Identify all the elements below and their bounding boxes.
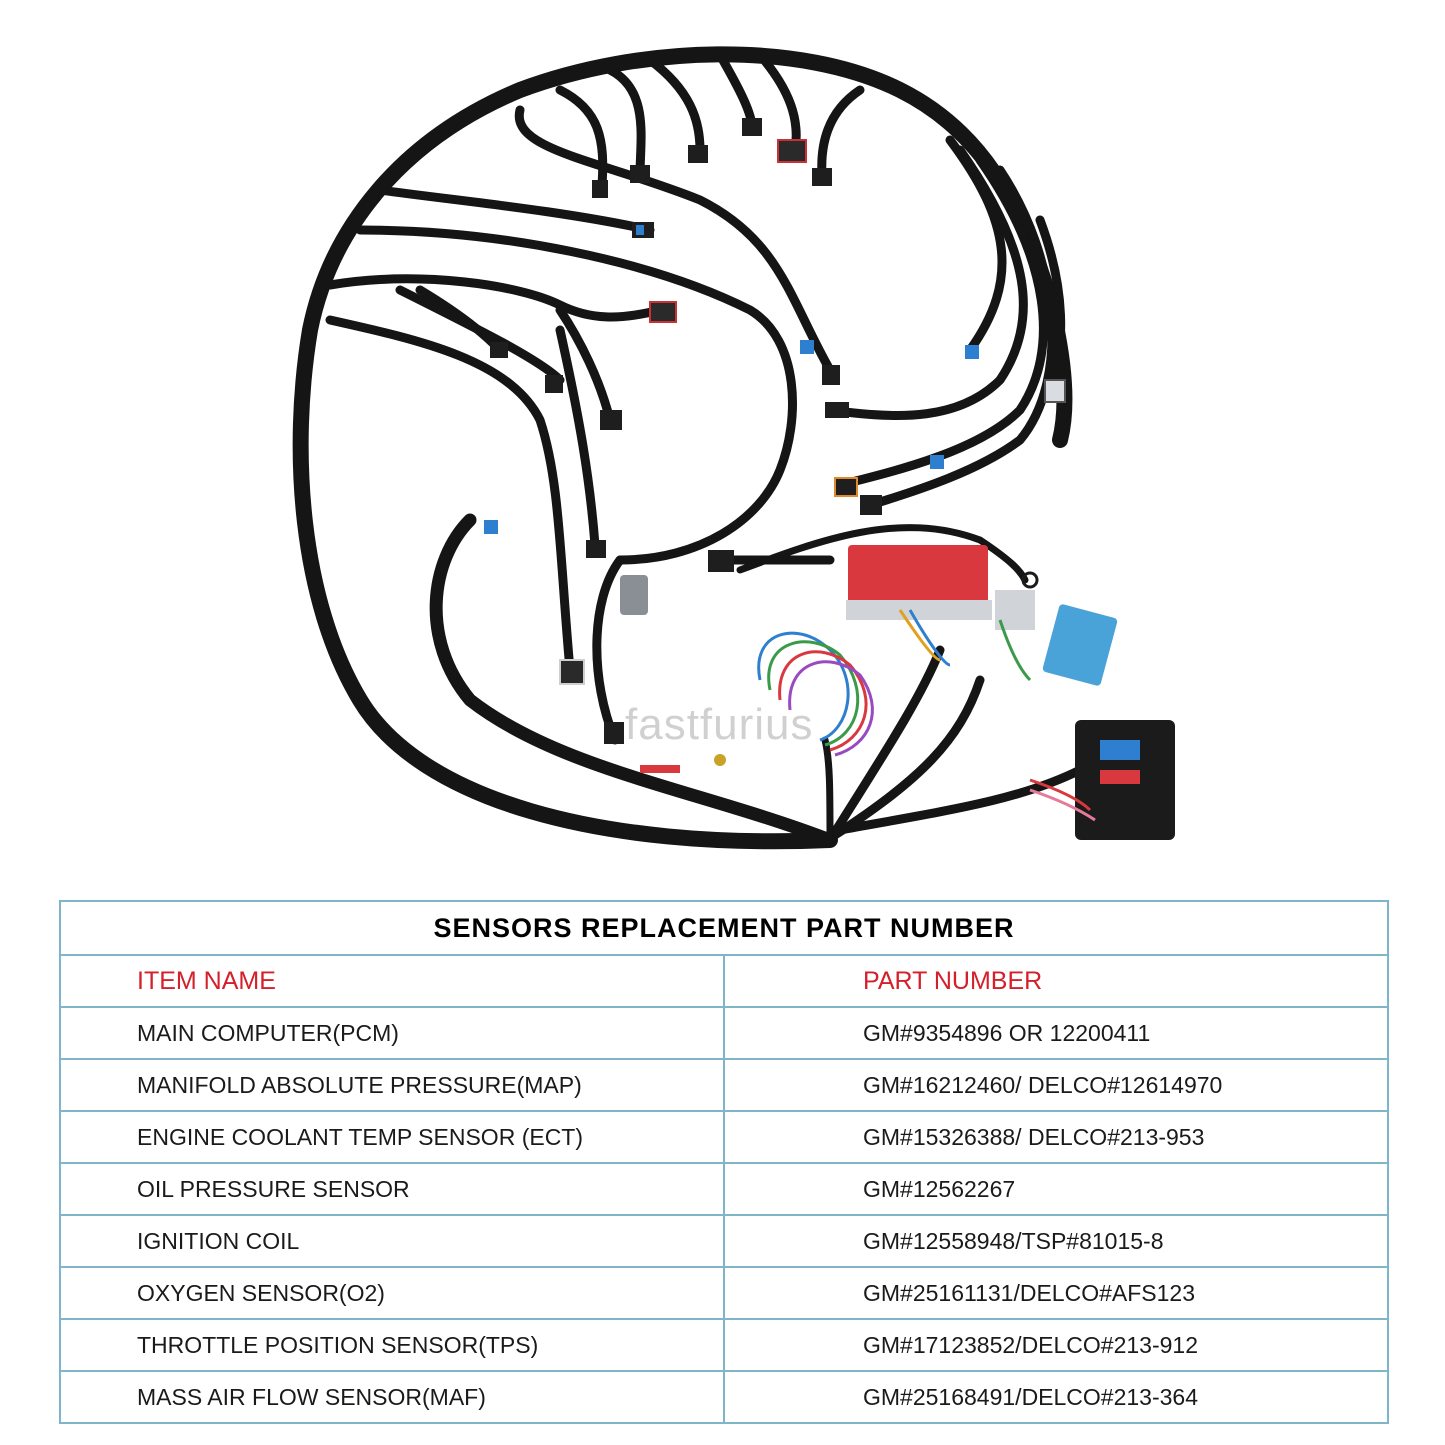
item-name-cell: THROTTLE POSITION SENSOR(TPS): [59, 1318, 725, 1372]
part-number-cell: GM#16212460/ DELCO#12614970: [723, 1058, 1389, 1112]
part-number-cell: GM#12558948/TSP#81015-8: [723, 1214, 1389, 1268]
table-header-row: ITEM NAME PART NUMBER: [59, 954, 1389, 1008]
part-number-cell: GM#12562267: [723, 1162, 1389, 1216]
watermark-text: fastfurius: [625, 700, 814, 749]
wiring-harness-photo: [292, 46, 1175, 850]
part-number-cell: GM#15326388/ DELCO#213-953: [723, 1110, 1389, 1164]
item-name-cell: MASS AIR FLOW SENSOR(MAF): [59, 1370, 725, 1424]
table-title: SENSORS REPLACEMENT PART NUMBER: [59, 900, 1389, 956]
table-row: MASS AIR FLOW SENSOR(MAF) GM#25168491/DE…: [59, 1370, 1389, 1424]
part-number-cell: GM#25161131/DELCO#AFS123: [723, 1266, 1389, 1320]
table-row: THROTTLE POSITION SENSOR(TPS) GM#1712385…: [59, 1318, 1389, 1372]
header-item-name: ITEM NAME: [59, 954, 725, 1008]
table-row: OXYGEN SENSOR(O2) GM#25161131/DELCO#AFS1…: [59, 1266, 1389, 1320]
table-row: ENGINE COOLANT TEMP SENSOR (ECT) GM#1532…: [59, 1110, 1389, 1164]
table-row: MAIN COMPUTER(PCM) GM#9354896 OR 1220041…: [59, 1006, 1389, 1060]
table-title-row: SENSORS REPLACEMENT PART NUMBER: [59, 900, 1389, 956]
part-number-cell: GM#17123852/DELCO#213-912: [723, 1318, 1389, 1372]
item-name-cell: IGNITION COIL: [59, 1214, 725, 1268]
table-row: OIL PRESSURE SENSOR GM#12562267: [59, 1162, 1389, 1216]
table-row: MANIFOLD ABSOLUTE PRESSURE(MAP) GM#16212…: [59, 1058, 1389, 1112]
table-row: IGNITION COIL GM#12558948/TSP#81015-8: [59, 1214, 1389, 1268]
sensors-part-number-table: SENSORS REPLACEMENT PART NUMBER ITEM NAM…: [59, 900, 1389, 1424]
item-name-cell: OXYGEN SENSOR(O2): [59, 1266, 725, 1320]
header-part-number: PART NUMBER: [723, 954, 1389, 1008]
part-number-cell: GM#25168491/DELCO#213-364: [723, 1370, 1389, 1424]
item-name-cell: ENGINE COOLANT TEMP SENSOR (ECT): [59, 1110, 725, 1164]
item-name-cell: MAIN COMPUTER(PCM): [59, 1006, 725, 1060]
item-name-cell: OIL PRESSURE SENSOR: [59, 1162, 725, 1216]
item-name-cell: MANIFOLD ABSOLUTE PRESSURE(MAP): [59, 1058, 725, 1112]
part-number-cell: GM#9354896 OR 12200411: [723, 1006, 1389, 1060]
